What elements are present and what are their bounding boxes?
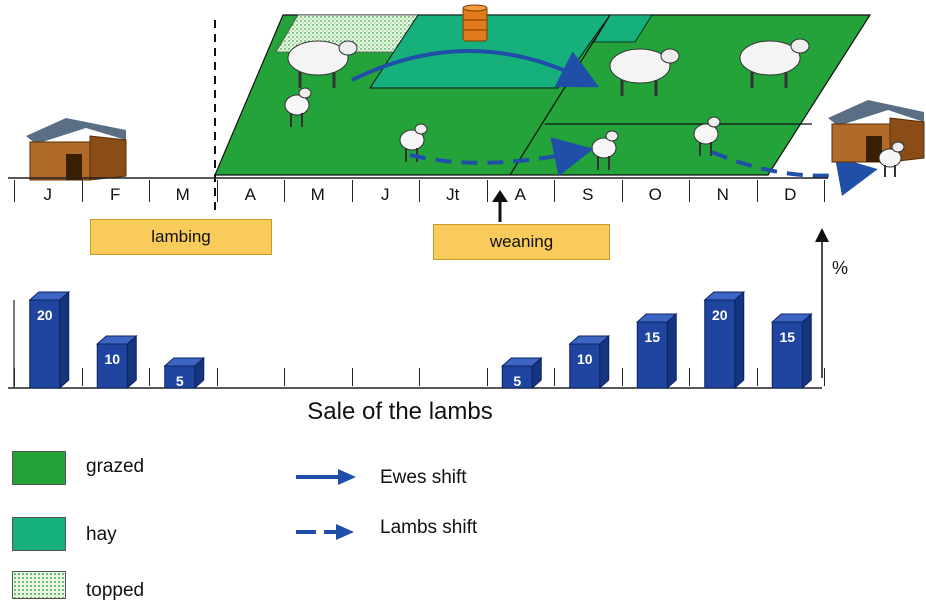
sale-tick — [149, 368, 150, 386]
sale-tick — [554, 368, 555, 386]
sale-bar: 5 — [500, 356, 543, 390]
month-label: Jt — [446, 185, 460, 204]
month-tick — [621, 180, 623, 202]
sale-tick — [824, 368, 825, 386]
month-tick — [216, 180, 218, 202]
month-label: J — [381, 185, 390, 204]
sale-tick — [216, 368, 218, 386]
sale-tick — [351, 368, 353, 386]
weaning-label: weaning — [433, 224, 610, 260]
sale-tick — [621, 368, 623, 386]
lamb-icon — [284, 87, 312, 127]
month-label: N — [716, 185, 729, 204]
sale-bars: 20 10 5 5 10 15 20 15 — [28, 290, 813, 390]
percent-unit-label: % — [832, 258, 849, 278]
legend-topped-label: topped — [86, 580, 145, 601]
barrel-icon — [462, 4, 488, 42]
month-label: M — [175, 185, 190, 204]
legend-lambs-arrow — [296, 524, 354, 540]
chart-title: Sale of the lambs — [307, 398, 493, 425]
legend-ewes-arrow — [296, 469, 356, 485]
month-tick — [756, 180, 758, 202]
month-tick — [351, 180, 353, 202]
sale-tick — [689, 368, 690, 386]
sale-tick — [419, 368, 420, 386]
month-label: M — [310, 185, 325, 204]
month-label: D — [784, 185, 797, 204]
legend-grazed-label: grazed — [86, 456, 145, 477]
legend-lambs-shift-label: Lambs shift — [380, 517, 478, 538]
sale-tick — [284, 368, 285, 386]
ewe-icon — [287, 40, 358, 88]
month-tick — [149, 180, 150, 202]
sale-bar: 10 — [568, 334, 611, 390]
ewe-icon — [609, 48, 680, 96]
month-tick — [419, 180, 420, 202]
bar-value-label: 20 — [37, 307, 53, 323]
lamb-icon — [591, 130, 619, 170]
bar-value-label: 15 — [644, 329, 660, 345]
ewes-shift-arrow — [351, 49, 600, 88]
month-label: A — [244, 185, 256, 204]
month-label: J — [43, 185, 53, 204]
sale-tick — [14, 368, 15, 386]
lamb-icon — [693, 116, 721, 156]
month-label: S — [582, 185, 594, 204]
month-label: F — [110, 185, 121, 204]
bar-value-label: 15 — [779, 329, 795, 345]
month-tick — [81, 180, 83, 202]
barn-icon — [26, 118, 127, 181]
legend-ewes-shift-label: Ewes shift — [380, 467, 467, 488]
sale-bar: 20 — [28, 290, 71, 390]
month-tick — [689, 180, 690, 202]
pasture-field — [214, 14, 872, 176]
month-label: A — [514, 185, 526, 204]
month-tick — [284, 180, 285, 202]
month-tick — [824, 180, 825, 202]
barn-icon — [828, 100, 925, 163]
legend-hay-swatch — [12, 517, 66, 551]
lambing-label: lambing — [90, 219, 272, 255]
bar-value-label: 5 — [513, 373, 521, 389]
sale-bar: 15 — [770, 312, 813, 390]
legend-topped-swatch — [12, 571, 66, 599]
month-tick — [14, 180, 15, 202]
percent-axis — [815, 228, 829, 378]
sale-tick — [81, 368, 83, 386]
sale-bar: 10 — [95, 334, 138, 390]
bar-value-label: 5 — [176, 373, 184, 389]
sale-bar: 5 — [163, 356, 206, 390]
bar-value-label: 20 — [712, 307, 728, 323]
sale-bar: 20 — [703, 290, 746, 390]
sale-tick — [486, 368, 488, 386]
month-label: O — [648, 185, 662, 204]
sale-bar: 15 — [635, 312, 678, 390]
sale-tick — [756, 368, 758, 386]
bar-value-label: 10 — [104, 351, 120, 367]
ewe-icon — [739, 38, 810, 88]
weaning-arrow — [492, 190, 508, 222]
legend-grazed-swatch — [12, 451, 66, 485]
bar-value-label: 10 — [577, 351, 593, 367]
legend-hay-label: hay — [86, 524, 117, 545]
lambs-shift-arrow-2 — [711, 150, 878, 196]
month-tick — [554, 180, 555, 202]
lamb-icon — [878, 141, 905, 177]
month-tick — [486, 180, 488, 202]
lamb-icon — [399, 123, 428, 162]
